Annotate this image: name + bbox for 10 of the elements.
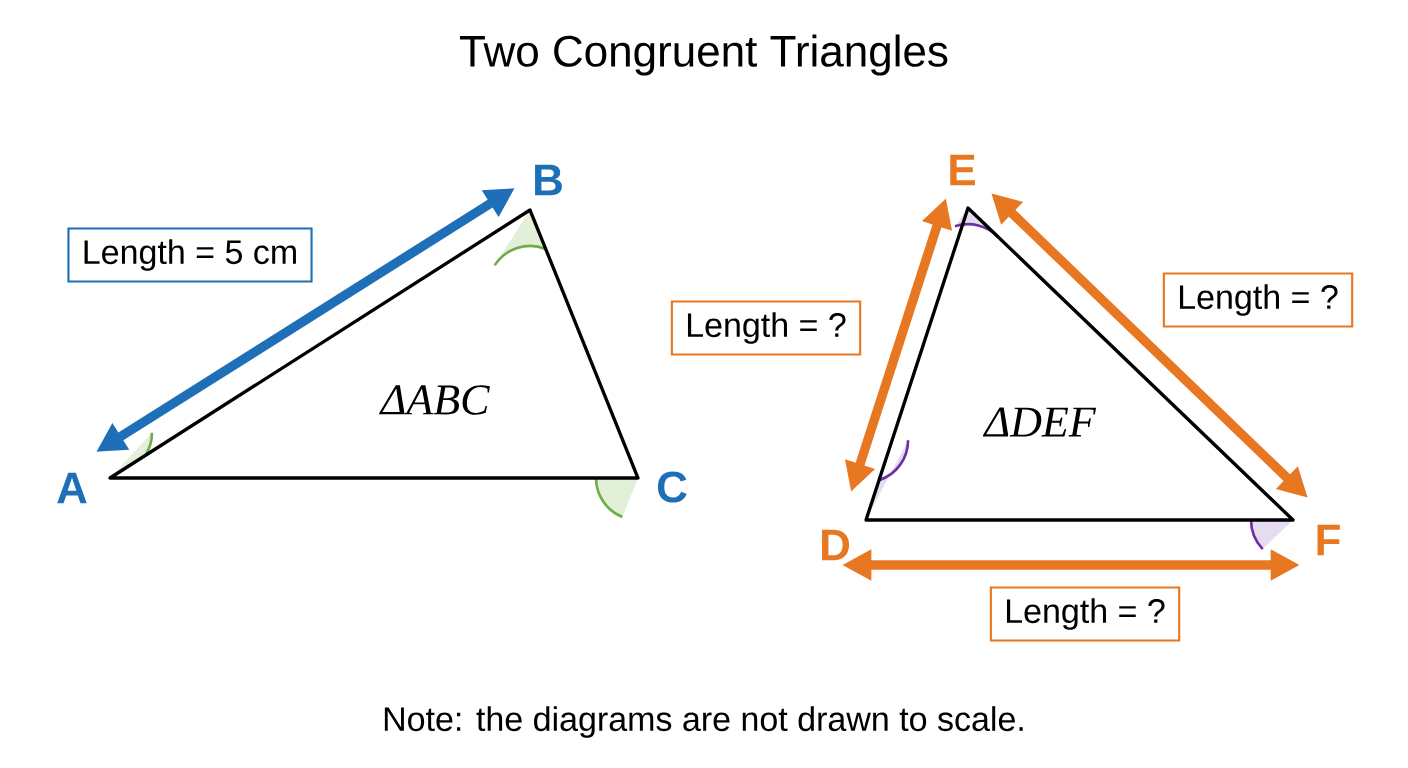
- vertex-label: A: [57, 472, 87, 504]
- vertex-label: D: [822, 529, 850, 561]
- length-box: Length = ?: [670, 300, 862, 356]
- vertex-label: C: [657, 471, 687, 503]
- title: Two Congruent Triangles: [460, 34, 948, 76]
- length-box: Length = 5 cm: [67, 227, 313, 283]
- length-box: Length = ?: [1162, 272, 1354, 328]
- length-box: Length = ?: [989, 586, 1181, 642]
- vertex-label: F: [1317, 524, 1340, 556]
- note: Note: the diagrams are not drawn to scale.: [384, 706, 1023, 738]
